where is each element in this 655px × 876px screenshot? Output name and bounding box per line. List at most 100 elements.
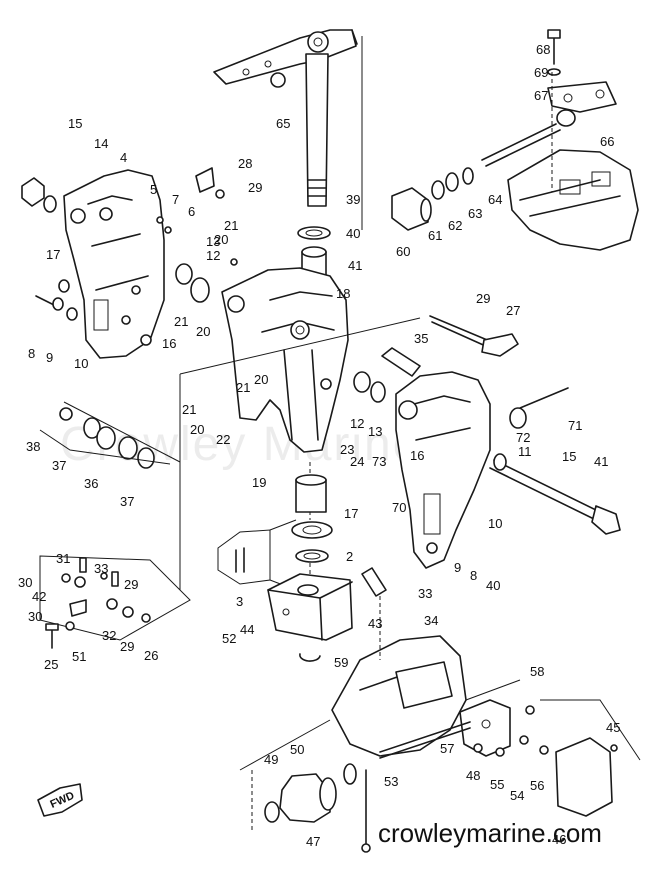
steering-shaft [305, 53, 329, 207]
bracket-28 [195, 167, 215, 193]
part-label-20: 20 [190, 422, 204, 437]
part-label-16: 16 [410, 448, 424, 463]
part-label-30: 30 [18, 575, 32, 590]
nut-30-b [106, 598, 118, 610]
bolt-49 [379, 721, 471, 753]
part-label-26: 26 [144, 648, 158, 663]
swivel-bracket [221, 267, 349, 453]
part-label-29: 29 [120, 639, 134, 654]
part-label-29: 29 [248, 180, 262, 195]
part-label-25: 25 [44, 657, 58, 672]
clamp-bracket-left [63, 169, 165, 359]
collar-19 [291, 521, 333, 539]
bushing-60 [391, 187, 432, 231]
part-label-27: 27 [506, 303, 520, 318]
bushing-13-left [175, 263, 193, 285]
nut-32 [122, 606, 134, 618]
part-label-71: 71 [568, 418, 582, 433]
part-label-38: 38 [26, 439, 40, 454]
part-label-17: 17 [344, 506, 358, 521]
link-34 [69, 599, 87, 617]
part-label-62: 62 [448, 218, 462, 233]
washer-31 [100, 572, 108, 580]
part-label-22: 22 [216, 432, 230, 447]
bushing-36-a [96, 426, 116, 450]
part-label-2: 2 [346, 549, 353, 564]
nut-38 [59, 407, 73, 421]
bushing-41-bottom [295, 474, 327, 513]
nut-25 [65, 621, 75, 631]
part-label-13: 13 [368, 424, 382, 439]
part-label-51: 51 [72, 649, 86, 664]
part-label-43: 43 [368, 616, 382, 631]
part-label-21: 21 [224, 218, 238, 233]
part-label-34: 34 [424, 613, 438, 628]
bracket-53 [459, 699, 511, 757]
part-label-12: 12 [206, 248, 220, 263]
part-label-33: 33 [418, 586, 432, 601]
part-label-70: 70 [392, 500, 406, 515]
nut-30-a [74, 576, 86, 588]
part-label-9: 9 [46, 350, 53, 365]
washer-55 [519, 735, 529, 745]
washer-50 [264, 801, 280, 823]
part-label-49: 49 [264, 752, 278, 767]
screw-59 [525, 705, 535, 715]
part-label-8: 8 [470, 568, 477, 583]
washer-71 [509, 407, 527, 429]
fwd-arrow: FWD [37, 783, 83, 817]
part-label-15: 15 [68, 116, 82, 131]
part-label-29: 29 [124, 577, 138, 592]
bushing-12-right [353, 371, 371, 393]
part-label-21: 21 [182, 402, 196, 417]
clamp-bracket-right [395, 371, 491, 569]
part-label-18: 18 [336, 286, 350, 301]
clamp-block-42 [267, 573, 353, 641]
part-label-53: 53 [384, 774, 398, 789]
part-label-21: 21 [174, 314, 188, 329]
part-label-20: 20 [214, 232, 228, 247]
steering-arm [213, 29, 358, 85]
part-label-56: 56 [530, 778, 544, 793]
part-label-13: 13 [206, 234, 220, 249]
part-label-44: 44 [240, 622, 254, 637]
part-label-39: 39 [346, 192, 360, 207]
part-label-19: 19 [252, 475, 266, 490]
grease-fitting-17-left [58, 279, 70, 293]
nut-16-left [140, 334, 152, 346]
part-label-52: 52 [222, 631, 236, 646]
washer-62 [445, 172, 459, 192]
bolt-68 [547, 29, 561, 65]
part-label-73: 73 [372, 454, 386, 469]
part-label-67: 67 [534, 88, 548, 103]
part-label-6: 6 [188, 204, 195, 219]
part-label-16: 16 [162, 336, 176, 351]
part-label-31: 31 [56, 551, 70, 566]
part-label-14: 14 [94, 136, 108, 151]
part-label-11: 11 [518, 444, 532, 459]
part-label-65: 65 [276, 116, 290, 131]
part-label-33: 33 [94, 561, 108, 576]
bushing-13-right [370, 381, 386, 403]
pin-44-upper [361, 567, 387, 597]
washer-69 [547, 68, 561, 76]
nut-29-b [141, 613, 151, 623]
part-label-15: 15 [562, 449, 576, 464]
lower-mount-housing [239, 635, 521, 771]
collar-66 [556, 109, 576, 127]
part-label-21: 21 [236, 380, 250, 395]
part-label-36: 36 [84, 476, 98, 491]
washer-46 [343, 763, 357, 785]
clamp-67 [547, 81, 617, 113]
part-label-63: 63 [468, 206, 482, 221]
washer-61 [431, 180, 445, 200]
washer-63 [462, 167, 474, 185]
part-label-58: 58 [530, 664, 544, 679]
nut-72 [493, 453, 507, 471]
tie-rod-64 [481, 123, 561, 167]
bolt-33-b [111, 571, 119, 587]
part-label-45: 45 [606, 720, 620, 735]
pin-detail [217, 519, 297, 591]
